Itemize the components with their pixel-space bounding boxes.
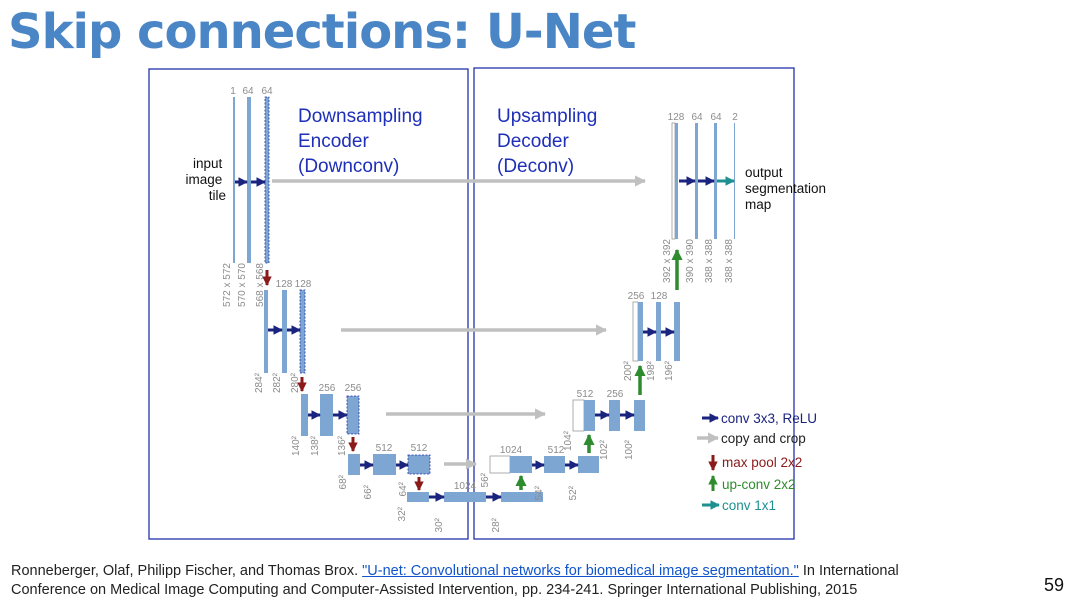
size-label: 54² [534,485,545,500]
size-label: 392 x 392 [662,239,673,283]
feature-map [632,301,639,362]
citation-venue: In International Conference on Medical I… [11,563,899,598]
feature-map [373,454,396,475]
legend-upconv-label: up-conv 2x2 [722,477,796,492]
legend-pool-label: max pool 2x2 [722,455,802,470]
feature-map [671,122,676,240]
feature-map [584,400,595,431]
channel-label: 256 [319,383,336,394]
legend-copy-label: copy and crop [721,431,806,446]
channel-label: 64 [242,86,254,97]
feature-map [444,492,486,502]
feature-map [407,454,431,475]
feature-map [282,290,287,373]
feature-map [264,290,268,373]
unet-diagram: Downsampling Encoder (Downconv) Upsampli… [148,67,830,540]
feature-map [501,492,543,502]
legend-conv-label: conv 3x3, ReLU [721,411,817,426]
size-label: 32² [397,506,408,521]
channel-label: 512 [548,445,565,456]
feature-map [609,400,620,431]
feature-map [544,456,565,473]
size-label: 568 x 568 [255,263,266,307]
size-label: 52² [568,485,579,500]
channel-label: 256 [628,291,645,302]
feature-map [407,492,429,502]
feature-map [320,394,333,436]
feature-map [301,394,308,436]
channel-label: 64 [261,86,273,97]
citation-authors: Ronneberger, Olaf, Philipp Fischer, and … [11,563,363,579]
channel-label: 512 [411,443,428,454]
feature-map [734,123,735,239]
channel-label: 256 [607,389,624,400]
channel-label: 128 [295,279,312,290]
output-label: output segmentation map [745,165,830,212]
channel-label: 512 [376,443,393,454]
size-label: 56² [480,472,491,487]
feature-map [695,123,698,239]
legend: conv 3x3, ReLU copy and crop max pool 2x… [697,411,817,513]
size-label: 136² [337,435,348,456]
feature-map [634,400,645,431]
channel-label: 128 [668,112,685,123]
citation-paper-link[interactable]: "U-net: Convolutional networks for biome… [362,563,799,579]
feature-map [572,399,585,432]
size-label: 104² [563,430,574,451]
size-label: 30² [434,517,445,532]
feature-map [674,302,680,361]
citation: Ronneberger, Olaf, Philipp Fischer, and … [11,562,971,600]
size-label: 282² [272,372,283,393]
channel-label: 128 [651,291,668,302]
size-label: 570 x 570 [237,263,248,307]
page-number: 59 [1044,575,1065,595]
size-label: 68² [338,474,349,489]
feature-map [233,97,235,263]
size-label: 280² [290,372,301,393]
feature-map [264,96,270,264]
size-label: 100² [624,439,635,460]
size-label: 572 x 572 [222,263,233,307]
size-label: 284² [254,372,265,393]
channel-label: 256 [345,383,362,394]
feature-map [714,123,717,239]
channel-label: 1024 [454,481,477,492]
feature-map [675,123,678,239]
feature-map [638,302,643,361]
channel-label: 2 [732,112,738,123]
encoder-box [148,68,469,540]
channel-label: 1 [230,86,236,97]
size-label: 28² [491,517,502,532]
legend-conv1x1-label: conv 1x1 [722,498,776,513]
feature-map [348,454,360,475]
size-label: 388 x 388 [724,239,735,283]
feature-map [247,97,251,263]
size-label: 200² [623,360,634,381]
channel-label: 512 [577,389,594,400]
size-label: 198² [646,360,657,381]
slide-title: Skip connections: U-Net [8,4,636,60]
channel-label: 128 [276,279,293,290]
encoder-label: Downsampling Encoder (Downconv) [298,106,428,177]
feature-map [299,289,306,374]
size-label: 140² [291,435,302,456]
feature-map [489,455,511,474]
size-label: 64² [398,481,409,496]
feature-map [346,395,360,435]
decoder-label: Upsampling Decoder (Deconv) [497,106,603,177]
feature-map [578,456,599,473]
size-label: 66² [363,484,374,499]
feature-map [656,302,661,361]
input-label: input image tile [185,156,226,203]
size-label: 102² [599,439,610,460]
channel-label: 64 [710,112,722,123]
channel-label: 64 [691,112,703,123]
channel-label: 1024 [500,445,523,456]
size-label: 196² [664,360,675,381]
size-label: 388 x 388 [704,239,715,283]
size-label: 390 x 390 [685,239,696,283]
size-label: 138² [310,435,321,456]
feature-map [510,456,532,473]
decoder-box [473,67,795,540]
